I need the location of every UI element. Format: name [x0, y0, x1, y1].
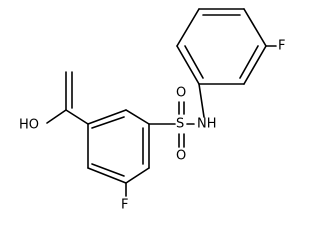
bond	[91, 163, 125, 177]
bond	[243, 8, 267, 47]
bond	[243, 45, 267, 85]
fluorophenyl-ring	[176, 8, 267, 85]
fluorine-label: F	[278, 39, 285, 54]
bond	[239, 45, 259, 79]
sulfur-label: S	[176, 117, 184, 132]
bond	[176, 8, 200, 47]
bond	[184, 45, 204, 79]
bond	[125, 167, 150, 184]
hydroxyl-label: HO	[19, 118, 39, 133]
benzoic-acid-ring	[87, 109, 150, 184]
chemical-structure-diagram: F NH S O O F HO	[19, 8, 285, 213]
fluorine-label: F	[121, 198, 128, 213]
amine-label: NH	[197, 117, 217, 132]
sulfonyl-oxygen-bottom-label: O	[176, 149, 186, 164]
bond	[198, 83, 205, 118]
bond	[87, 109, 127, 125]
bond	[91, 116, 125, 129]
bond	[125, 109, 150, 125]
sulfonyl-oxygen-top-label: O	[176, 86, 186, 101]
bond	[87, 167, 127, 184]
bond	[65, 109, 89, 125]
bond	[176, 45, 200, 85]
bond	[46, 109, 67, 124]
